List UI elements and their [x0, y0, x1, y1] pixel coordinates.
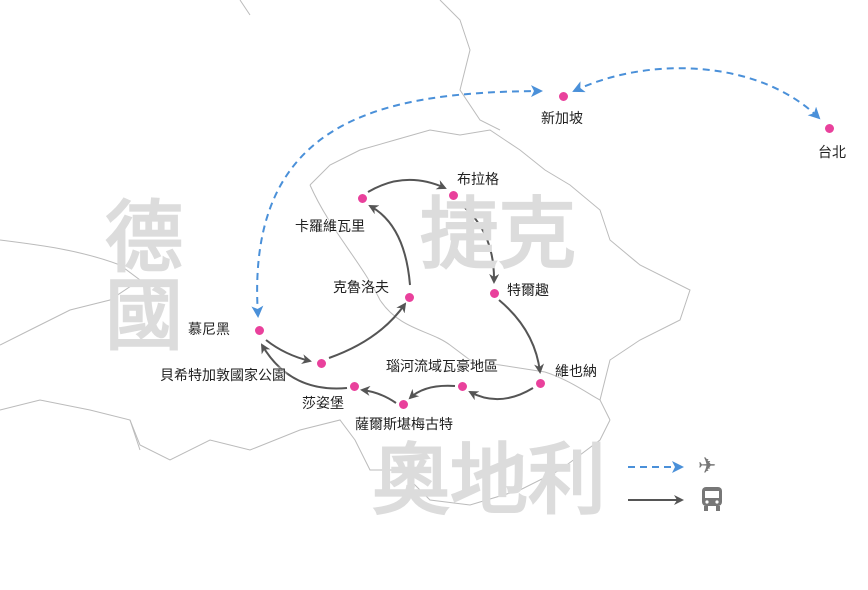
city-marker-salzkammergut[interactable] — [398, 399, 409, 410]
city-marker-telc[interactable] — [489, 288, 500, 299]
country-label-czech: 捷克 — [420, 190, 577, 280]
airplane-icon: ✈ — [698, 454, 717, 479]
country-label-austria: 奧地利 — [372, 436, 607, 526]
city-marker-prague[interactable] — [448, 190, 459, 201]
city-marker-singapore[interactable] — [558, 91, 569, 102]
country-label-germany: 德國 — [92, 196, 182, 352]
city-marker-krumlov[interactable] — [404, 292, 415, 303]
city-label: 慕尼黑 — [188, 322, 230, 338]
city-marker-salzburg[interactable] — [349, 381, 360, 392]
city-marker-vienna[interactable] — [535, 378, 546, 389]
city-label: 克魯洛夫 — [333, 280, 389, 296]
city-label: 維也納 — [555, 364, 597, 380]
city-label: 薩爾斯堪梅古特 — [355, 417, 453, 433]
city-label: 新加坡 — [541, 111, 583, 127]
legend-lines — [628, 461, 684, 505]
bus-icon — [700, 486, 724, 512]
city-label: 瑙河流域瓦豪地區 — [386, 359, 498, 375]
city-label: 貝希特加敦國家公園 — [160, 368, 286, 384]
city-marker-taipei[interactable] — [824, 123, 835, 134]
bus-routes — [260, 179, 545, 404]
city-label: 布拉格 — [457, 172, 499, 188]
city-marker-munich[interactable] — [254, 325, 265, 336]
city-marker-karlovy-vary[interactable] — [357, 193, 368, 204]
flight-routes — [251, 67, 821, 318]
city-label: 特爾趣 — [507, 283, 549, 299]
flight-route-singapore-taipei — [572, 67, 821, 120]
flight-route-munich-singapore — [251, 85, 543, 318]
city-label: 台北 — [818, 145, 846, 161]
city-marker-wachau[interactable] — [457, 381, 468, 392]
city-label: 卡羅維瓦里 — [295, 219, 365, 235]
city-label: 莎姿堡 — [302, 396, 344, 412]
city-marker-berchtesgaden[interactable] — [316, 358, 327, 369]
